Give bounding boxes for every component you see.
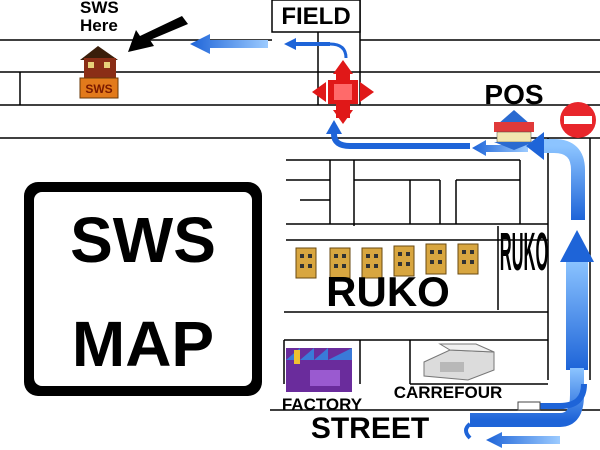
- factory-label: FACTORY: [282, 395, 363, 414]
- ruko-vertical-label: RUKO: [500, 223, 549, 283]
- ruko-shophouses: [295, 243, 479, 279]
- sws-sign-text: SWS: [85, 82, 112, 96]
- sws-house-icon: SWS: [79, 46, 119, 99]
- title-line1: SWS: [70, 204, 216, 276]
- black-arrow-icon: [128, 16, 188, 52]
- field-label: FIELD: [281, 3, 350, 30]
- shophouse-icon: [393, 245, 415, 277]
- pos-landmark: POS: [484, 79, 544, 150]
- title-line2: MAP: [72, 308, 214, 380]
- ruko-center-label: RUKO: [326, 268, 450, 315]
- route-arrows: [190, 34, 594, 448]
- shophouse-icon: [329, 247, 351, 279]
- no-entry-sign-icon: [560, 102, 596, 138]
- carrefour-sign: [517, 401, 541, 411]
- sws-here-line1: SWS: [80, 0, 119, 17]
- road-network: [0, 0, 600, 411]
- factory-icon: [286, 348, 352, 392]
- sws-here-callout: SWS Here: [80, 0, 119, 35]
- shophouse-icon: [295, 247, 317, 279]
- shophouse-icon: [457, 243, 479, 275]
- shophouse-icon: [361, 247, 383, 279]
- sws-here-line2: Here: [80, 16, 118, 35]
- pos-label: POS: [484, 79, 543, 110]
- carrefour-label: CARREFOUR: [394, 383, 503, 402]
- pos-building-icon: [494, 110, 534, 150]
- field-landmark: FIELD: [271, 0, 361, 33]
- carrefour-building-icon: [423, 343, 495, 381]
- four-way-arrow-icon: [312, 60, 374, 124]
- shophouse-icon: [425, 243, 447, 275]
- street-label: STREET: [311, 412, 429, 445]
- sws-map-title: SWS MAP: [24, 182, 262, 396]
